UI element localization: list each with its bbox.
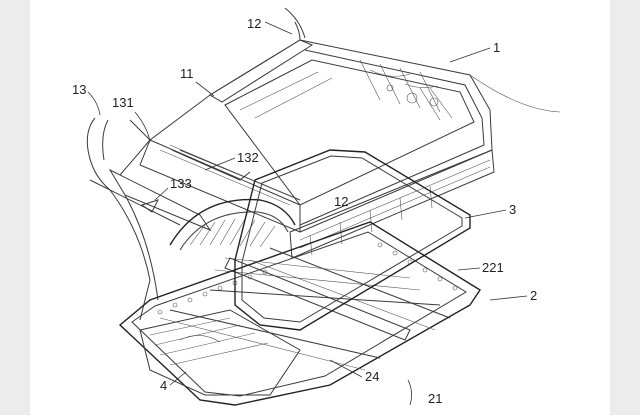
leader-131 [134, 111, 151, 143]
label-13: 13 [72, 82, 86, 97]
leader-1 [449, 47, 491, 63]
leader-221 [457, 267, 481, 271]
leader-3 [464, 209, 507, 219]
label-11: 11 [180, 66, 194, 81]
label-12-mid: 12 [334, 194, 348, 209]
leader-132 [204, 157, 236, 171]
label-2: 2 [530, 288, 537, 303]
label-24: 24 [365, 369, 379, 384]
leader-11 [195, 81, 215, 97]
battery-pack [118, 149, 481, 406]
label-221: 221 [482, 260, 504, 275]
label-132: 132 [237, 150, 259, 165]
leader-133 [154, 187, 169, 201]
label-4: 4 [160, 378, 167, 393]
label-131: 131 [112, 95, 134, 110]
leader-2 [489, 295, 528, 301]
paper [30, 0, 610, 415]
label-1: 1 [493, 40, 500, 55]
leader-4 [169, 371, 187, 386]
leader-13 [87, 91, 101, 116]
label-133: 133 [170, 176, 192, 191]
leader-24 [329, 359, 363, 378]
label-21: 21 [428, 391, 442, 406]
label-12-top: 12 [247, 16, 261, 31]
body-frame [86, 7, 561, 321]
leader-12-top [264, 21, 293, 35]
leader-21 [407, 379, 412, 406]
reference-labels: 1 12 11 13 131 132 133 12 3 221 2 4 24 2… [72, 16, 537, 406]
label-3: 3 [509, 202, 516, 217]
